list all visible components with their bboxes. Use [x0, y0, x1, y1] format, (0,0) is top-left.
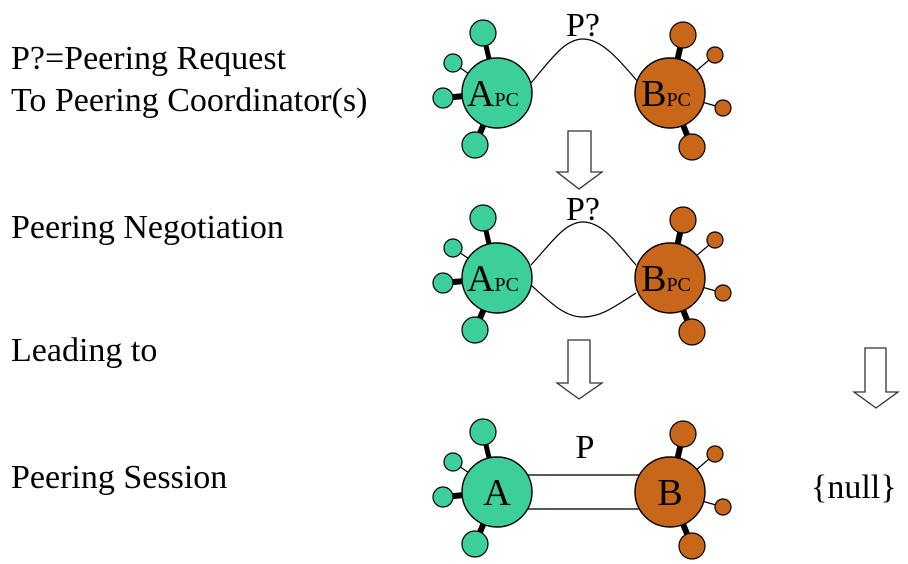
satellite-node — [678, 318, 706, 346]
negotiation-link-lower — [530, 284, 637, 318]
session-link-label: P — [576, 429, 595, 466]
satellite-node — [469, 19, 497, 47]
negotiation-link-label: P? — [566, 191, 600, 228]
satellite-node — [469, 418, 497, 446]
satellite-node — [443, 53, 463, 73]
node-b-label: BPC — [641, 258, 691, 300]
hub-node-b — [634, 456, 706, 528]
node-b-label: B — [657, 472, 682, 514]
satellite-node — [706, 46, 724, 64]
node-b-label: BPC — [641, 73, 691, 115]
satellite-node — [714, 99, 732, 117]
satellite-node — [443, 452, 463, 472]
label-peering-negotiation: Peering Negotiation — [11, 209, 284, 246]
request-link-label: P? — [566, 7, 600, 44]
legend-line-peering-request: P?=Peering Request — [11, 40, 287, 77]
hub-node-b — [634, 57, 706, 129]
satellite-node — [432, 87, 454, 109]
node-a-label: A — [483, 472, 511, 514]
label-peering-session: Peering Session — [11, 459, 228, 496]
satellite-node — [678, 133, 706, 161]
down-arrow-null — [852, 347, 900, 409]
row-negotiation: P? APC BPC — [432, 191, 732, 346]
node-a-label: APC — [467, 258, 519, 300]
node-b-coordinator: BPC — [634, 206, 732, 346]
node-a-label: APC — [467, 73, 519, 115]
session-pipe — [524, 474, 646, 510]
satellite-node — [669, 206, 697, 234]
satellite-node — [669, 21, 697, 49]
satellite-node — [432, 486, 454, 508]
satellite-node — [714, 498, 732, 516]
satellite-node — [669, 420, 697, 448]
node-a-coordinator: APC — [432, 204, 533, 344]
satellite-node — [706, 445, 724, 463]
satellite-node — [469, 204, 497, 232]
null-result-label: {null} — [811, 469, 897, 506]
row-request: P? APC BPC — [432, 7, 732, 161]
hub-node-a — [461, 456, 533, 528]
hub-node-b — [634, 242, 706, 314]
node-a-coordinator: APC — [432, 19, 533, 159]
row-session: P A B — [432, 418, 732, 560]
satellite-node — [432, 272, 454, 294]
hub-node-a — [461, 57, 533, 129]
hub-node-a — [461, 242, 533, 314]
down-arrow-2 — [555, 339, 605, 400]
satellite-node — [678, 532, 706, 560]
negotiation-link-upper — [530, 221, 637, 266]
node-b-coordinator: BPC — [634, 21, 732, 161]
request-link-curve — [530, 38, 645, 90]
satellite-node — [443, 238, 463, 258]
node-b: B — [634, 420, 732, 560]
down-arrow-1 — [555, 130, 604, 190]
satellite-node — [461, 530, 489, 558]
satellite-node — [706, 231, 724, 249]
node-a: A — [432, 418, 533, 558]
label-leading-to: Leading to — [11, 332, 158, 369]
satellite-node — [461, 316, 489, 344]
legend-line-peering-coordinators: To Peering Coordinator(s) — [11, 82, 368, 119]
satellite-node — [714, 284, 732, 302]
satellite-node — [461, 131, 489, 159]
